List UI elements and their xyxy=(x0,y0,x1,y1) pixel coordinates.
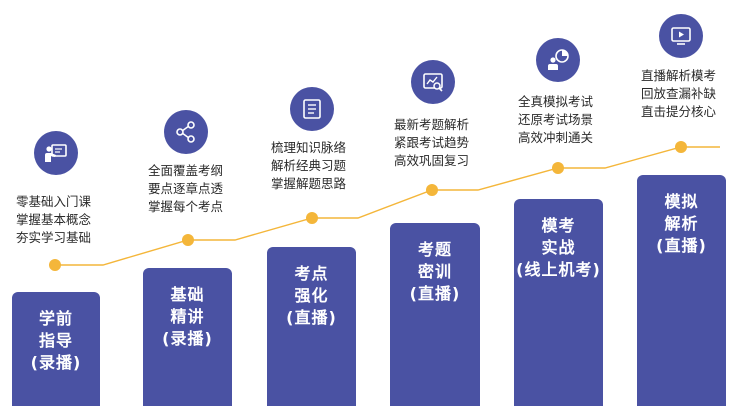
step-5-label: 模考 实战 (线上机考) xyxy=(516,216,601,279)
step-2-bar: 基础 精讲 (录播) xyxy=(143,268,232,406)
step-4-label: 考题 密训 (直播) xyxy=(409,240,461,303)
step-3-description: 梳理知识脉络 解析经典习题 掌握解题思路 xyxy=(271,140,347,191)
connector-line xyxy=(55,146,720,266)
step-5-bar: 模考 实战 (线上机考) xyxy=(514,199,603,406)
step-3-label: 考点 强化 (直播) xyxy=(286,264,337,327)
learner-chart-icon xyxy=(536,38,580,82)
step-dot-6 xyxy=(675,141,687,153)
step-4-bar: 考题 密训 (直播) xyxy=(390,223,480,406)
step-6-description: 直播解析模考 回放查漏补缺 直击提分核心 xyxy=(641,68,717,119)
step-dot-4 xyxy=(426,184,438,196)
book-icon xyxy=(290,87,334,131)
step-6-bar: 模拟 解析 (直播) xyxy=(637,175,726,406)
step-1-description: 零基础入门课 掌握基本概念 夯实学习基础 xyxy=(16,194,92,245)
step-dot-2 xyxy=(182,234,194,246)
step-2-label: 基础 精讲 (录播) xyxy=(162,285,213,348)
chart-search-icon xyxy=(411,60,455,104)
step-1-label: 学前 指导 (录播) xyxy=(30,309,82,372)
step-6-label: 模拟 解析 (直播) xyxy=(656,192,707,255)
share-nodes-icon xyxy=(164,110,208,154)
step-dot-1 xyxy=(49,259,61,271)
step-dot-5 xyxy=(552,162,564,174)
step-4-description: 最新考题解析 紧跟考试趋势 高效巩固复习 xyxy=(394,117,470,168)
lecture-screen-icon xyxy=(34,131,78,175)
step-5-description: 全真模拟考试 还原考试场景 高效冲刺通关 xyxy=(518,94,594,145)
step-3-bar: 考点 强化 (直播) xyxy=(267,247,356,406)
step-1-bar: 学前 指导 (录播) xyxy=(12,292,100,406)
step-dot-3 xyxy=(306,212,318,224)
video-play-icon xyxy=(659,14,703,58)
step-2-description: 全面覆盖考纲 要点逐章点透 掌握每个考点 xyxy=(148,163,224,214)
